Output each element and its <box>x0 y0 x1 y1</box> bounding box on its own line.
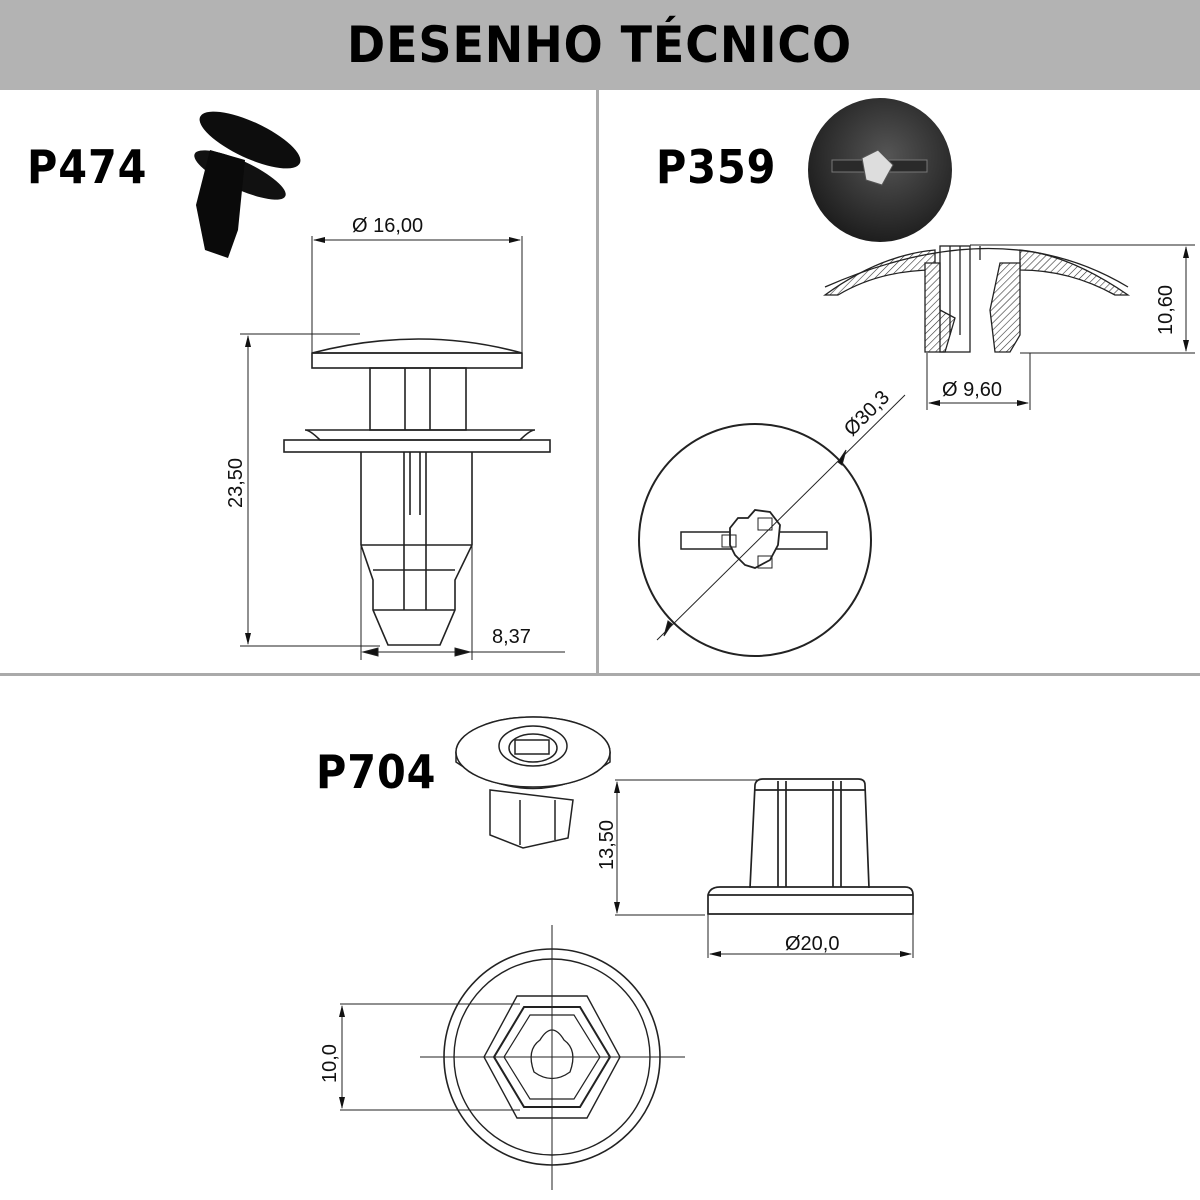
p359-height-label: 10,60 <box>1155 285 1177 335</box>
p359-section-view <box>823 245 1131 353</box>
p704-height-label: 13,50 <box>596 820 618 870</box>
page-title: DESENHO TÉCNICO <box>347 16 853 74</box>
p359-render-icon <box>808 98 952 242</box>
p359-dimensions <box>926 244 1195 410</box>
p474-height-label: 23,50 <box>225 458 247 508</box>
part-code-p704: P704 <box>316 745 437 799</box>
p474-side-view <box>283 338 551 646</box>
p704-top-view <box>420 925 685 1190</box>
p704-top-dimensions <box>339 1003 520 1111</box>
part-code-p359: P359 <box>656 140 777 194</box>
p474-shank-width-label: 8,37 <box>492 626 531 648</box>
p359-stem-diameter-label: Ø 9,60 <box>942 379 1002 401</box>
p704-side-dimensions <box>614 779 914 958</box>
p474-dimensions <box>240 236 565 660</box>
p704-hex-label: 10,0 <box>319 1044 341 1083</box>
p359-top-view <box>638 394 906 657</box>
header-banner: DESENHO TÉCNICO <box>0 0 1200 90</box>
p474-render-icon <box>194 111 301 258</box>
p474-head-diameter-label: Ø 16,00 <box>352 215 423 237</box>
p704-flange-diameter-label: Ø20,0 <box>785 933 839 955</box>
p704-side-view <box>707 778 914 915</box>
part-code-p474: P474 <box>27 140 148 194</box>
p704-render-icon <box>455 716 611 849</box>
horizontal-divider <box>0 673 1200 676</box>
vertical-divider <box>596 90 599 674</box>
